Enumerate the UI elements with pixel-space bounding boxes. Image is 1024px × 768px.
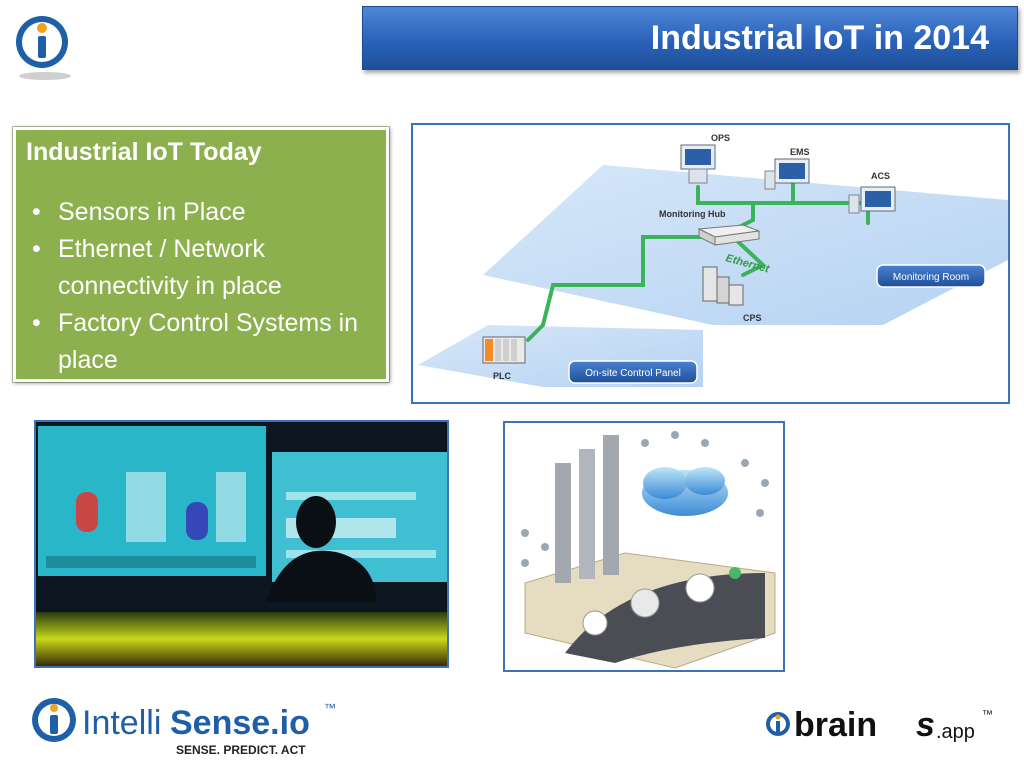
ethernet-lines — [526, 179, 870, 342]
brand-name-part1: Intelli — [82, 704, 161, 742]
monitoring-room-floor — [483, 165, 1008, 325]
ops-label: OPS — [711, 133, 730, 143]
sensor-mesh — [521, 431, 769, 567]
cloud-icon — [640, 467, 730, 518]
acs-label: ACS — [871, 171, 890, 181]
bullet-item: Ethernet / Network connectivity in place — [26, 231, 376, 305]
logo-mark — [12, 12, 78, 82]
bullet-list: Sensors in Place Ethernet / Network conn… — [26, 194, 376, 379]
person-silhouette — [266, 496, 376, 602]
cps-label: CPS — [743, 313, 762, 323]
app-suffix: .app — [936, 721, 975, 743]
slide-title: Industrial IoT in 2014 — [650, 19, 989, 57]
content-heading: Industrial IoT Today — [26, 138, 262, 166]
ems-computer-icon — [764, 158, 810, 190]
bullet-item: Factory Control Systems in place — [26, 305, 376, 379]
brains-app-logo: brain s .app ™ — [764, 700, 1004, 748]
content-box: Industrial IoT Today Sensors in Place Et… — [13, 127, 389, 382]
cps-server-icon — [702, 266, 744, 306]
factory-illustration — [503, 421, 785, 672]
brand-name-part2: Sense.io — [170, 704, 310, 742]
svg-text:On-site Control Panel: On-site Control Panel — [585, 368, 681, 379]
monitoring-room-tag: Monitoring Room — [876, 264, 986, 288]
hub-label: Monitoring Hub — [659, 209, 726, 219]
bullet-item: Sensors in Place — [26, 194, 376, 231]
title-bar: Industrial IoT in 2014 — [362, 6, 1018, 70]
plc-icon — [482, 336, 526, 364]
network-diagram: OPS EMS ACS Monitoring Hub Ethernet — [411, 123, 1010, 404]
intellisense-logo: Intelli Sense.io ™ SENSE. PREDICT. ACT — [28, 690, 358, 760]
app-trademark: ™ — [982, 709, 993, 721]
plc-label: PLC — [493, 371, 512, 381]
brand-tagline: SENSE. PREDICT. ACT — [176, 743, 306, 757]
app-name: brain — [794, 706, 877, 744]
acs-computer-icon — [848, 186, 896, 214]
ops-computer-icon — [680, 144, 716, 184]
app-name-tail: s — [916, 706, 935, 744]
brand-trademark: ™ — [324, 701, 336, 715]
control-room-photo — [34, 420, 449, 668]
ems-label: EMS — [790, 147, 810, 157]
svg-text:Monitoring Room: Monitoring Room — [893, 272, 969, 283]
control-panel-tag: On-site Control Panel — [568, 360, 698, 384]
monitoring-hub-icon — [697, 224, 760, 246]
